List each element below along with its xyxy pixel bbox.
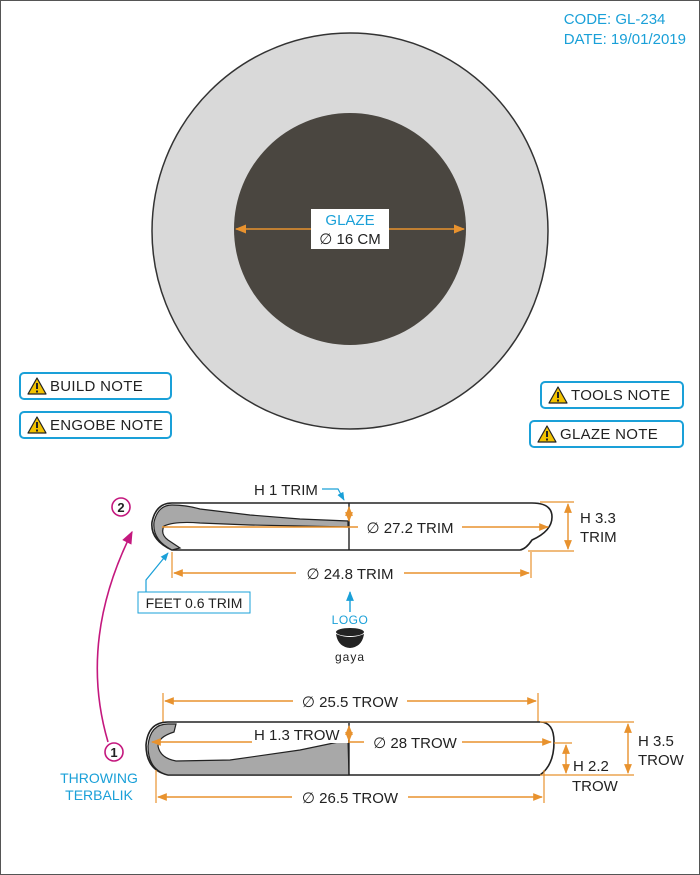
step-2-number: 2 <box>117 500 124 515</box>
throw-h-rim-label-1: H 2.2 <box>573 758 609 775</box>
trim-h-total-label-1: H 3.3 <box>580 510 616 527</box>
glaze-label: GLAZE <box>325 212 374 229</box>
trim-profile: ∅ 27.2 TRIM H 1 TRIM H 3.3 TRIM ∅ 24.8 T… <box>111 482 617 614</box>
throw-h-rim-label-2: TROW <box>572 778 619 795</box>
glaze-label-box <box>311 209 389 249</box>
trim-feet-leader <box>145 552 169 592</box>
warning-icon <box>548 386 568 404</box>
trim-foot-box <box>296 564 404 583</box>
trim-diameter-label: ∅ 27.2 TRIM <box>367 520 454 537</box>
engobe-note-label: ENGOBE NOTE <box>50 416 164 434</box>
build-note-label: BUILD NOTE <box>50 377 144 395</box>
glaze-diameter-label: ∅ 16 CM <box>319 231 380 248</box>
throw-caption-1: THROWING <box>60 770 138 786</box>
header: CODE: GL-234 DATE: 19/01/2019 <box>564 10 686 50</box>
throw-top-box <box>293 692 407 711</box>
trim-h-inner-label: H 1 TRIM <box>254 482 318 499</box>
logo-label: LOGO <box>332 613 369 627</box>
warning-icon <box>537 425 557 443</box>
throw-diameter-box <box>364 733 462 752</box>
throw-profile: ∅ 25.5 TROW ∅ 28 TROW H 1.3 TROW H 3.5 T… <box>60 692 685 807</box>
step-2-badge <box>111 497 131 517</box>
throw-h-total-label-2: TROW <box>638 752 685 769</box>
warning-icon <box>27 416 47 434</box>
throw-h-total-label-1: H 3.5 <box>638 733 674 750</box>
trim-cross-section <box>153 504 349 551</box>
trim-feet-box <box>137 591 251 614</box>
step-1-number: 1 <box>110 745 117 760</box>
throw-h-inner-label: H 1.3 TROW <box>254 727 340 744</box>
trim-h-total-label-2: TRIM <box>580 529 617 546</box>
engobe-note-button[interactable]: ENGOBE NOTE <box>19 411 172 439</box>
date-label: DATE: 19/01/2019 <box>563 31 686 48</box>
trim-feet-label: FEET 0.6 TRIM <box>146 595 243 611</box>
trim-diameter-box <box>358 518 462 537</box>
glaze-note-label: GLAZE NOTE <box>560 425 659 443</box>
bowl-logo-icon <box>336 628 364 648</box>
throw-top-label: ∅ 25.5 TROW <box>302 694 399 711</box>
build-note-button[interactable]: BUILD NOTE <box>19 372 172 400</box>
code-label: CODE: GL-234 <box>563 11 666 28</box>
throw-h-inner-box <box>252 726 348 743</box>
tools-note-button[interactable]: TOOLS NOTE <box>540 381 684 409</box>
warning-icon <box>27 377 47 395</box>
trim-h-inner-leader <box>322 488 345 501</box>
logo-brand: gaya <box>335 650 365 664</box>
throw-diameter-label: ∅ 28 TROW <box>373 735 457 752</box>
glaze-note-button[interactable]: GLAZE NOTE <box>529 420 684 448</box>
throw-bottom-box <box>292 788 408 807</box>
trim-foot-label: ∅ 24.8 TRIM <box>307 566 394 583</box>
tools-note-label: TOOLS NOTE <box>571 386 671 404</box>
throw-caption-2: TERBALIK <box>65 787 133 803</box>
step-1-badge <box>104 742 124 762</box>
throw-bottom-label: ∅ 26.5 TROW <box>302 790 399 807</box>
flip-arrow <box>96 530 133 743</box>
